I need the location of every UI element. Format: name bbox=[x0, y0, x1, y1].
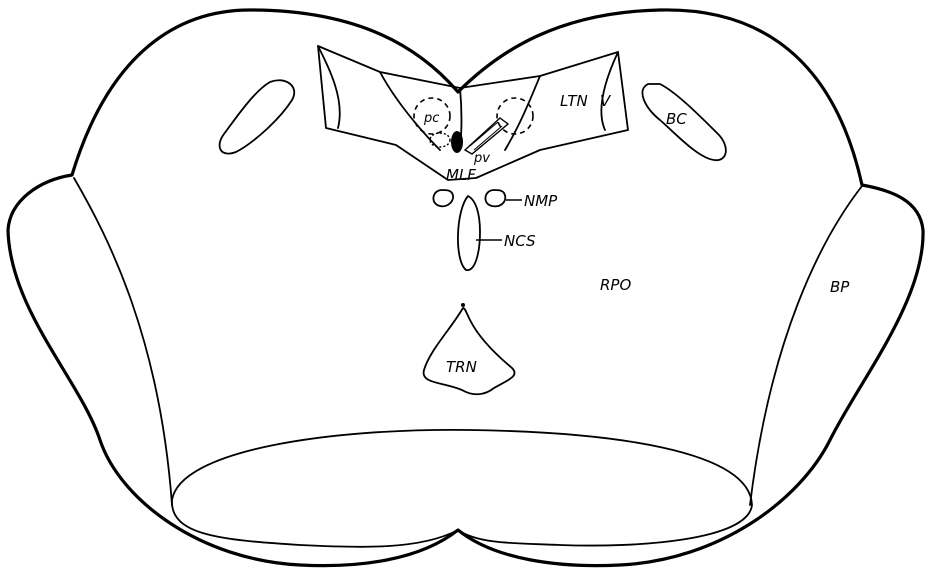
trn-nucleus bbox=[424, 308, 515, 394]
label-pv: pv bbox=[473, 151, 490, 166]
nmp-right bbox=[485, 190, 505, 206]
trigeminal-right bbox=[601, 52, 618, 130]
label-ltn: LTN bbox=[560, 92, 588, 110]
left-brachium bbox=[220, 80, 295, 153]
label-ncs: NCS bbox=[504, 232, 536, 250]
label-v: V bbox=[600, 92, 612, 110]
basilar-oval bbox=[172, 430, 752, 547]
right-pontine-boundary bbox=[750, 186, 862, 505]
label-bc: BC bbox=[666, 110, 687, 128]
label-nmp: NMP bbox=[524, 192, 558, 210]
black-nucleus bbox=[451, 131, 463, 153]
label-rpo: RPO bbox=[600, 276, 631, 294]
left-pontine-boundary bbox=[74, 178, 172, 505]
label-pc: pc bbox=[423, 111, 439, 126]
label-mlf: MLF bbox=[446, 166, 476, 184]
ncs-nucleus bbox=[458, 196, 480, 270]
stippled-nucleus bbox=[430, 133, 450, 147]
midline-dot bbox=[461, 303, 465, 307]
section-outline bbox=[8, 10, 923, 566]
hatched-tract bbox=[465, 118, 508, 154]
nmp-left bbox=[433, 190, 453, 206]
label-bp: BP bbox=[830, 278, 850, 296]
fourth-ventricle-floor bbox=[318, 46, 628, 180]
hatch-lines bbox=[470, 122, 502, 150]
label-trn: TRN bbox=[446, 358, 477, 376]
